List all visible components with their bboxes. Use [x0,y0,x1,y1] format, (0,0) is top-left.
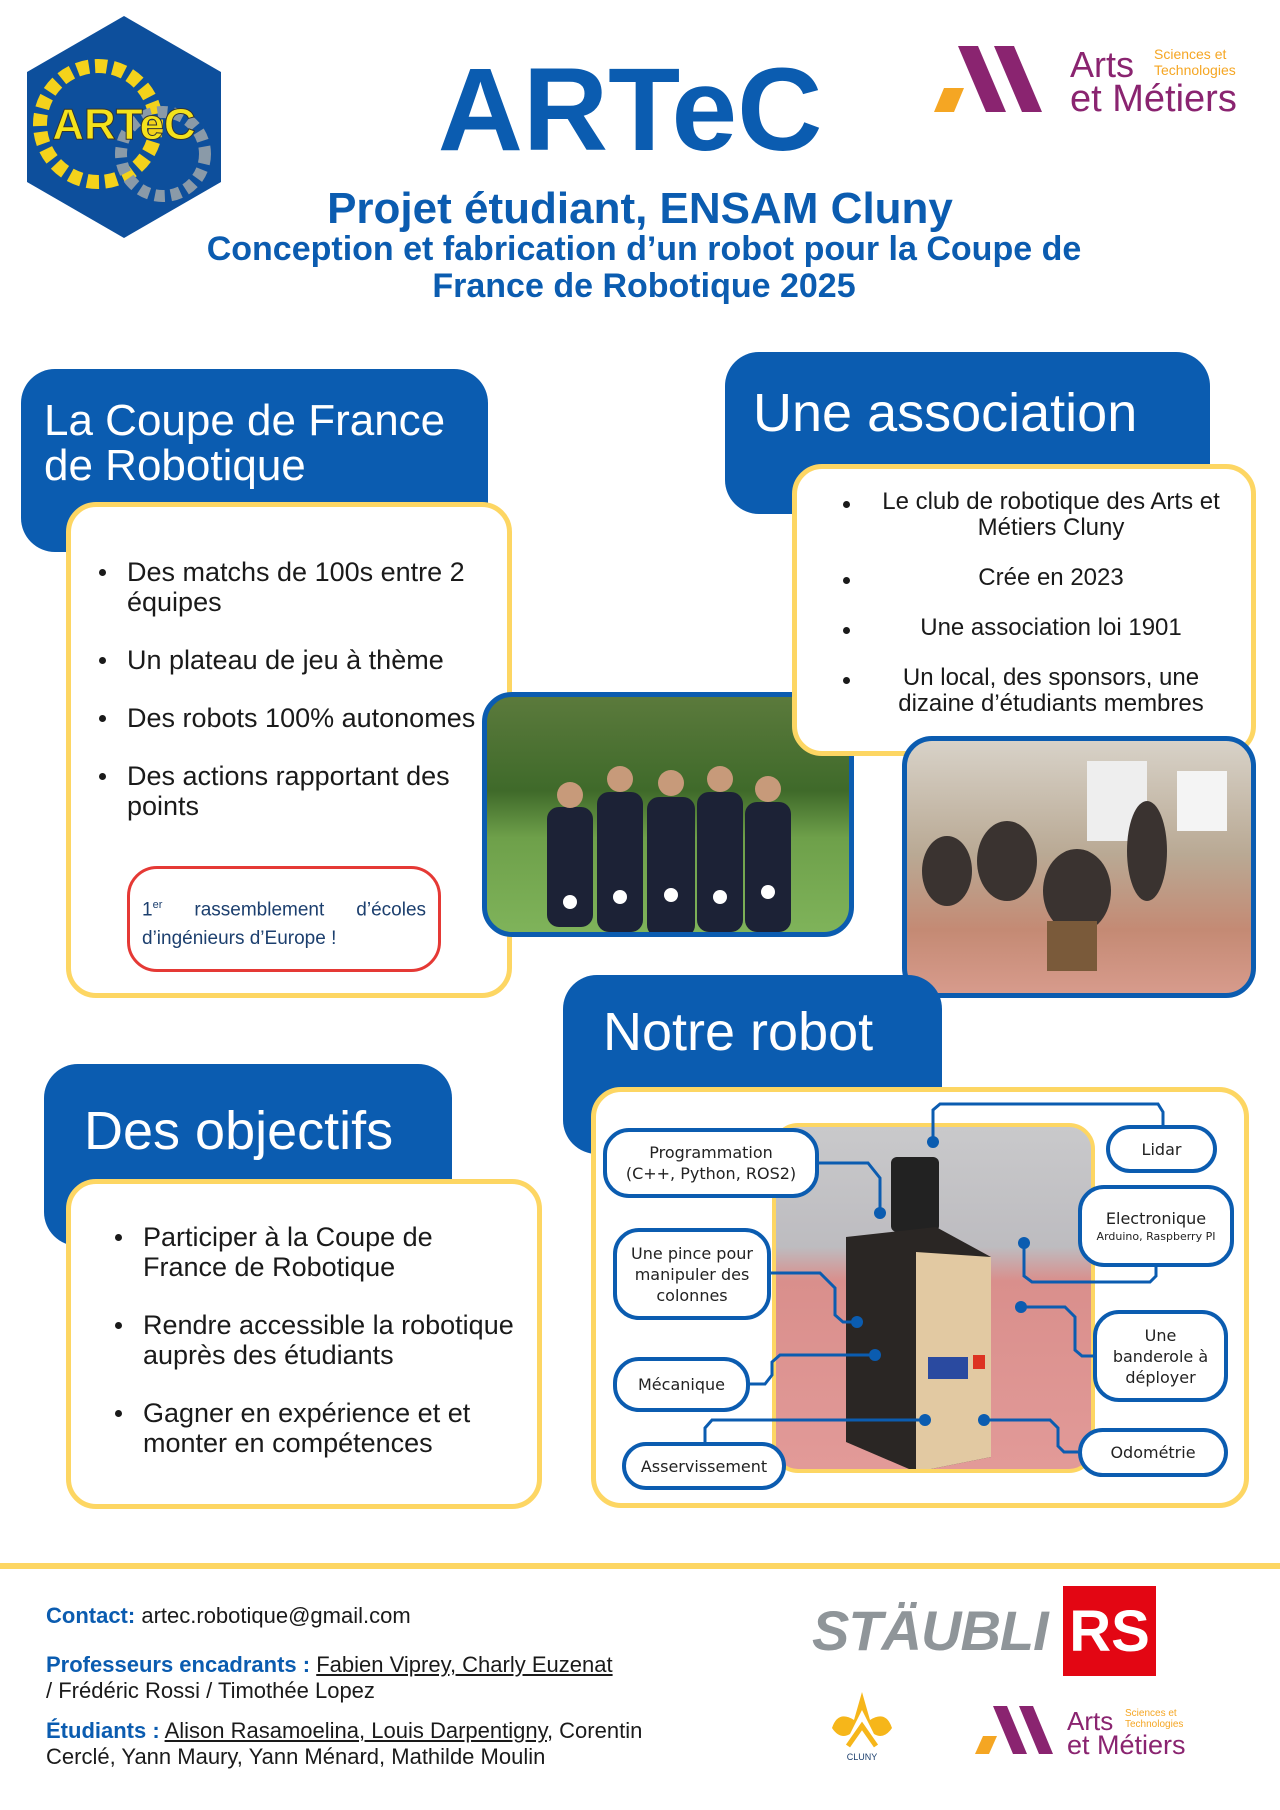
callout-mecanique: Mécanique [613,1357,750,1412]
list-item: Un local, des sponsors, une dizaine d’ét… [841,665,1231,717]
association-section-box: Le club de robotique des Arts et Métiers… [792,464,1256,756]
footer-divider [0,1563,1280,1569]
objectifs-section-box: Participer à la Coupe de France de Robot… [66,1179,542,1509]
callout-odometrie: Odométrie [1078,1428,1228,1477]
arts-et-metiers-footer-logo: Arts Sciences et Technologies et Métiers [975,1704,1205,1760]
list-item: Crée en 2023 [841,565,1231,591]
page-title: ARTeC [437,44,823,176]
callout-programmation: Programmation (C++, Python, ROS2) [603,1128,819,1198]
workshop-photo [902,736,1256,998]
list-item: Gagner en expérience et et monter en com… [113,1398,523,1458]
cluny-logo: CLUNY [826,1690,898,1766]
highlight-box: 1er rassemblement d’écoles d’ingénieurs … [127,866,441,972]
tagline-line-1: Conception et fabrication d’un robot pou… [206,230,1082,268]
callout-electronique: Electronique Arduino, Raspberry PI [1078,1185,1234,1267]
list-item: Rendre accessible la robotique auprès de… [113,1310,523,1370]
artec-logo: ARTeC [23,14,225,240]
callout-banderole: Une banderole à déployer [1093,1310,1228,1402]
list-item: Des robots 100% autonomes [97,703,497,733]
list-item: Des matchs de 100s entre 2 équipes [97,557,497,617]
list-item: Un plateau de jeu à thème [97,645,497,675]
list-item: Une association loi 1901 [841,615,1231,641]
students-line: Étudiants : Alison Rasamoelina, Louis Da… [46,1718,643,1769]
contact-line: Contact: artec.robotique@gmail.com [46,1603,411,1628]
contact-email[interactable]: artec.robotique@gmail.com [141,1603,411,1628]
callout-pince: Une pince pour manipuler des colonnes [613,1228,771,1320]
professors-line: Professeurs encadrants : Fabien Viprey, … [46,1652,613,1703]
list-item: Le club de robotique des Arts et Métiers… [841,489,1231,541]
robot-photo [772,1123,1095,1473]
callout-lidar: Lidar [1106,1125,1217,1173]
list-item: Participer à la Coupe de France de Robot… [113,1222,523,1282]
list-item: Des actions rapportant des points [97,761,497,821]
coupe-section-box: Des matchs de 100s entre 2 équipes Un pl… [66,502,512,998]
arts-et-metiers-logo: Arts Sciences et Technologies et Métiers [932,44,1262,120]
team-photo [482,692,854,937]
subtitle: Projet étudiant, ENSAM Cluny [327,184,953,233]
callout-asservissement: Asservissement [622,1442,786,1490]
tagline-line-2: France de Robotique 2025 [432,267,856,305]
svg-text:ARTeC: ARTeC [52,100,195,149]
staubli-logo: STÄUBLI [812,1599,1049,1662]
rs-logo: RS [1063,1586,1156,1676]
